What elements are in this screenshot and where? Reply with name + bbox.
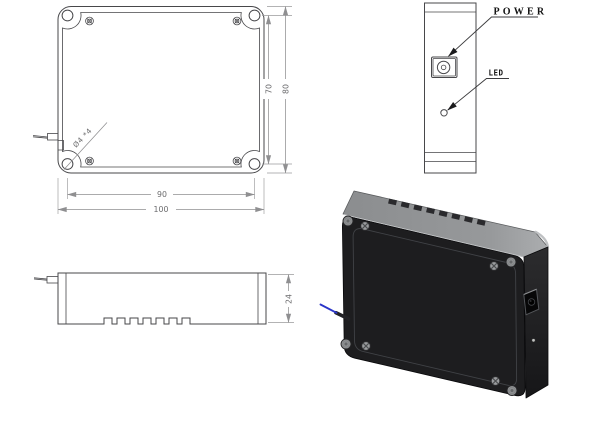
panel-bands <box>424 11 476 162</box>
led-indicator-3d <box>531 338 536 343</box>
top-view: Ø4 *4 90 100 70 80 <box>32 6 292 214</box>
dim-thickness-label: 24 <box>284 294 293 304</box>
fiber-pigtail-3d <box>319 303 351 321</box>
corner-hole <box>61 9 74 22</box>
top-bevel-highlight <box>534 230 549 248</box>
dim-outer-width-label: 100 <box>154 205 169 214</box>
power-jack-3d <box>523 288 540 316</box>
corner-hole-3d <box>342 215 354 227</box>
top-edge-highlight <box>343 213 524 258</box>
screw-3d <box>360 221 370 231</box>
box-side-face <box>523 246 549 399</box>
corner-mounting-holes <box>61 9 261 170</box>
width-dimensions: 90 100 <box>57 178 265 214</box>
fiber-pigtail-side <box>33 276 59 284</box>
front-face-seam <box>352 228 518 387</box>
corner-hole <box>61 158 74 170</box>
side-view: 24 <box>33 272 294 325</box>
screw-3d <box>490 376 501 386</box>
corner-hole-3d <box>340 338 352 350</box>
led-callout: LED <box>447 69 509 111</box>
heatsink-notches-3d <box>388 198 486 226</box>
corner-hole-3d <box>505 256 517 268</box>
screw-3d <box>361 341 371 351</box>
end-cap-lines <box>65 273 259 324</box>
corner-hole-3d <box>506 385 518 396</box>
dim-inner-width-label: 90 <box>157 190 167 199</box>
height-dimensions: 70 80 <box>262 6 292 174</box>
power-callout: POWER <box>448 7 548 57</box>
dim-outer-height-label: 80 <box>281 84 290 94</box>
enclosure-outer-outline <box>57 6 265 174</box>
led-indicator <box>440 109 448 117</box>
side-outline <box>57 272 267 325</box>
screw-3d <box>489 261 499 271</box>
enclosure-inner-outline <box>62 12 260 168</box>
render-3d-view <box>319 190 549 399</box>
thickness-dimension: 24 <box>268 274 294 323</box>
corner-hole <box>248 158 261 170</box>
panel-outline <box>424 2 477 174</box>
led-label: LED <box>489 69 504 78</box>
corner-hole <box>248 9 261 22</box>
power-label: POWER <box>494 7 548 18</box>
end-view: POWER LED <box>424 2 548 174</box>
dim-inner-height-label: 70 <box>264 84 273 94</box>
power-jack <box>431 56 458 78</box>
fiber-pigtail-top <box>32 133 64 151</box>
